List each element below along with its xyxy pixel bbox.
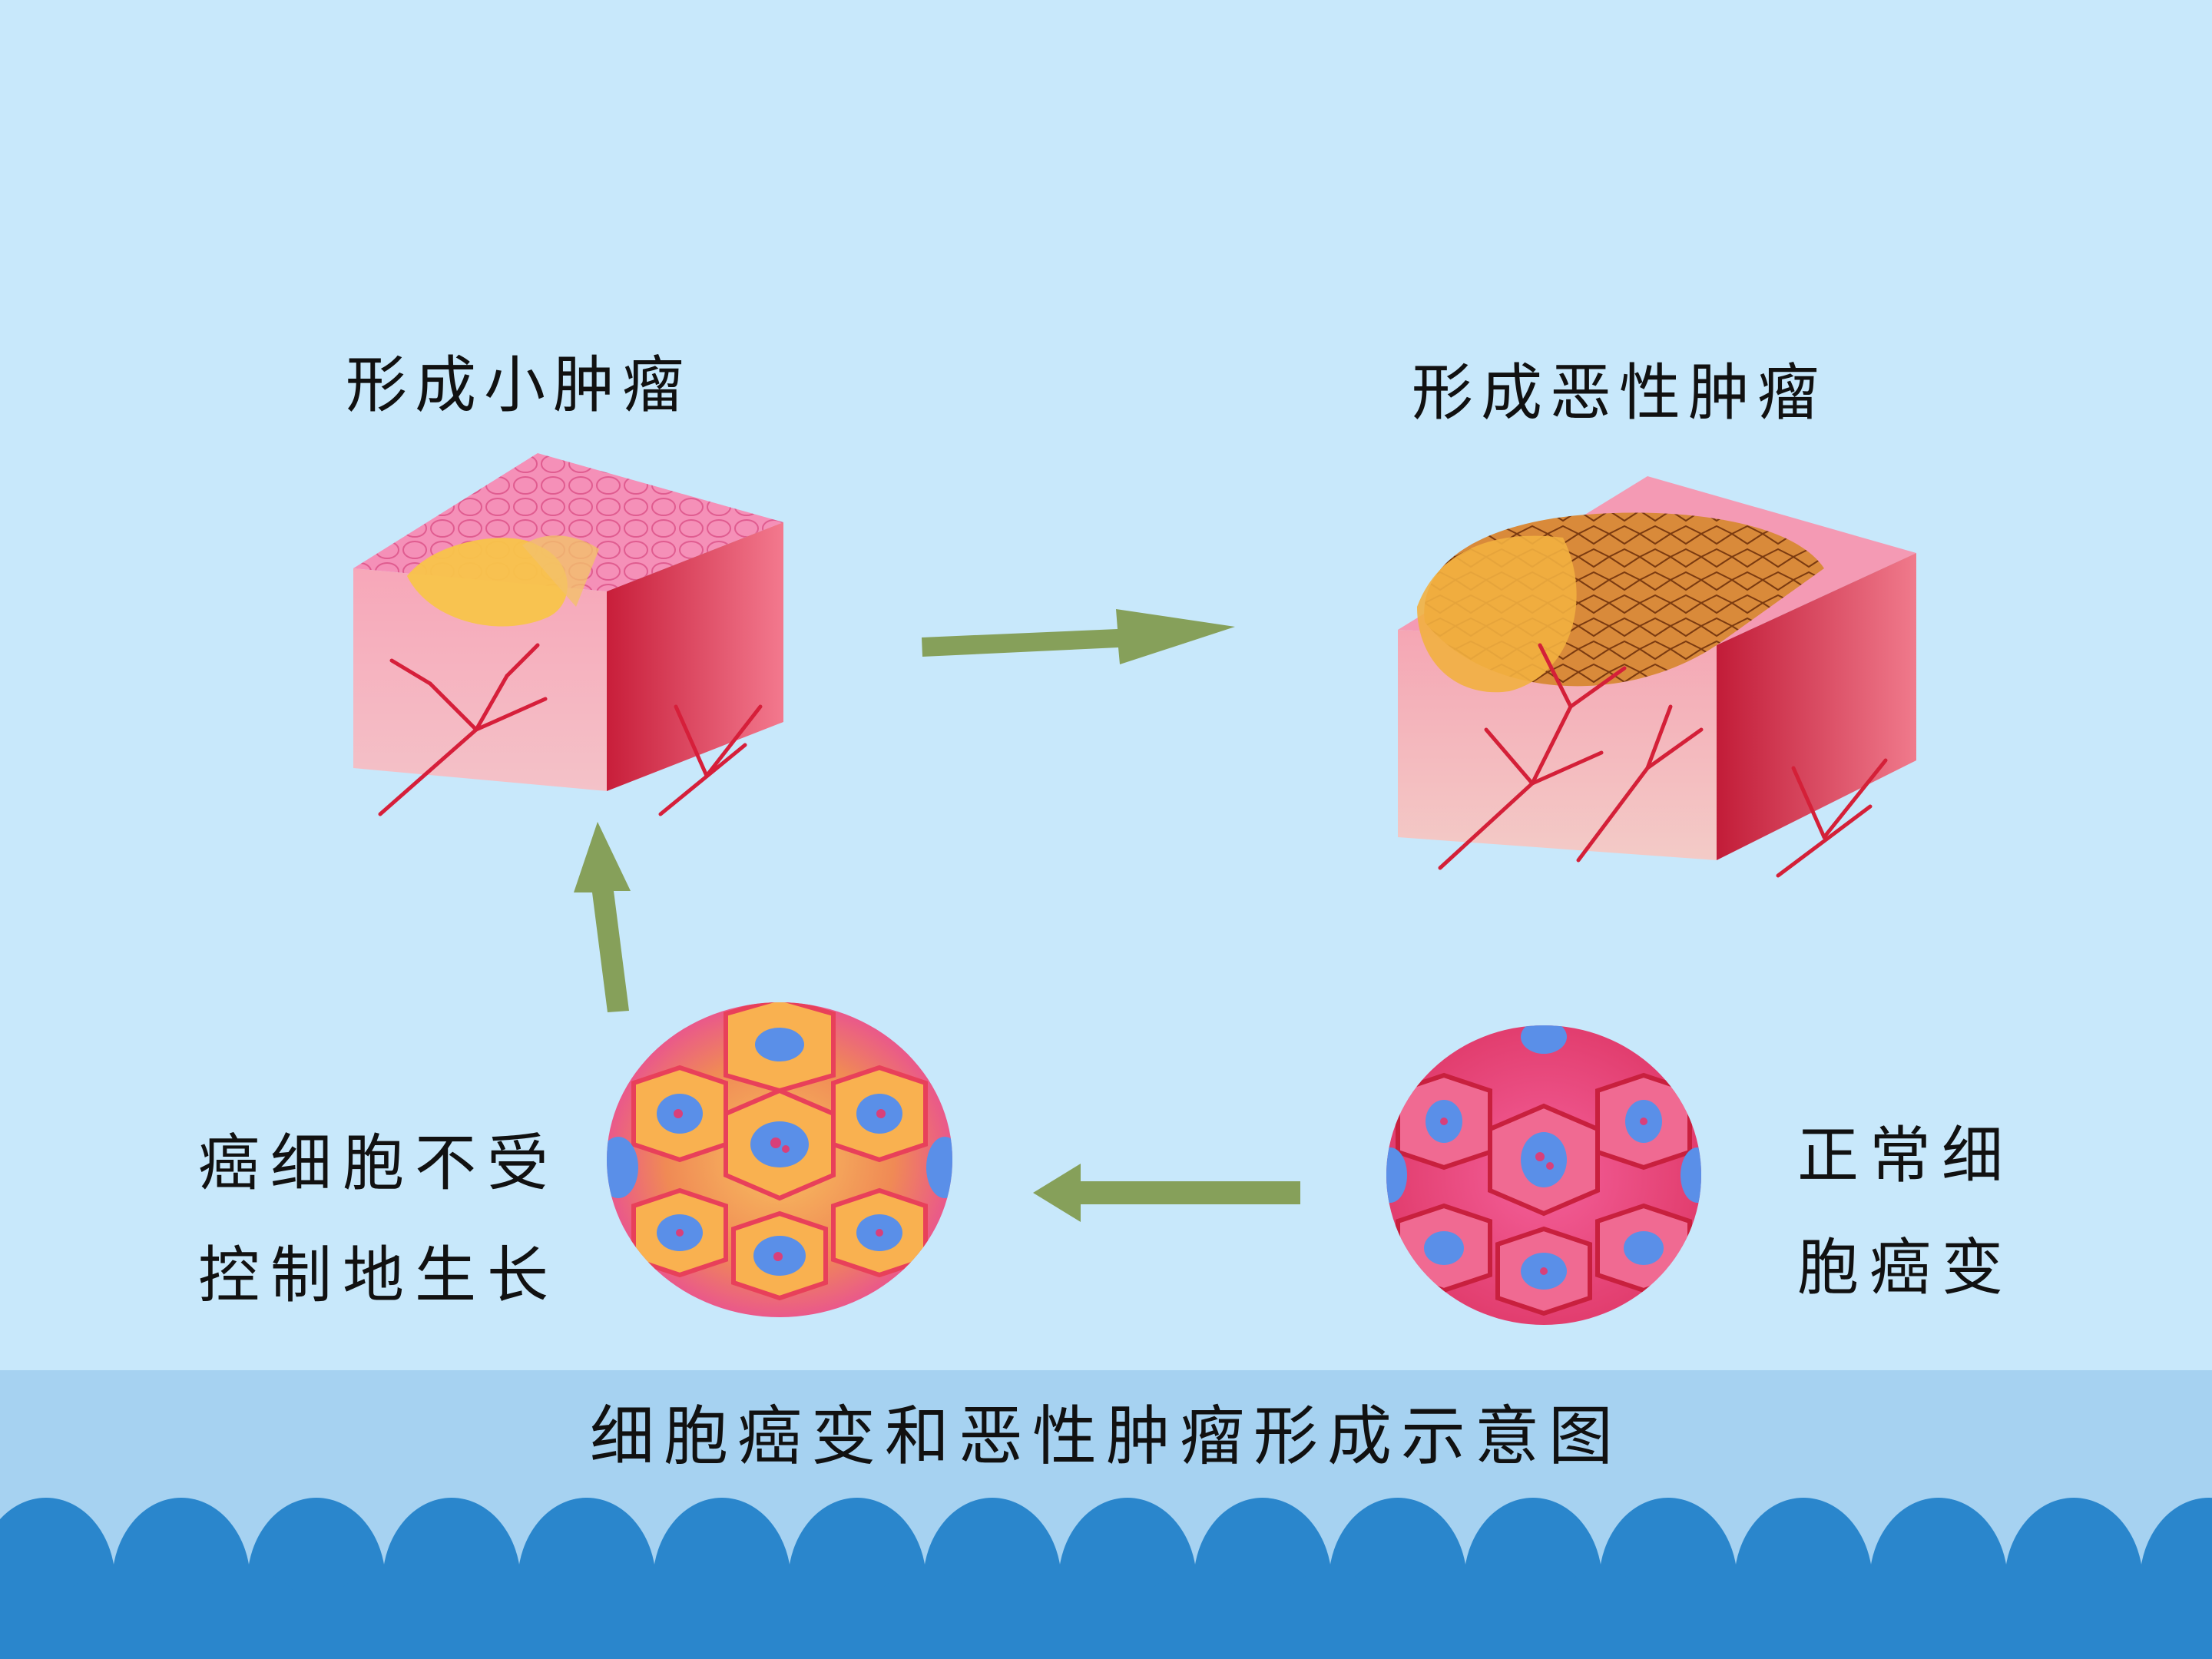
caption: 细胞癌变和恶性肿瘤形成示意图 [589,1399,1622,1474]
label-normal-cancerous-line1: 正常细 [1797,1120,2014,1191]
label-normal-cancerous-line2: 胞癌变 [1797,1232,2014,1303]
cancer-cell-cluster-illustration [607,1002,952,1317]
normal-cell-cluster-illustration [1386,1025,1701,1325]
label-malignant-tumor: 形成恶性肿瘤 [1412,357,1826,429]
label-cancer-uncontrolled: 癌细胞不受 控制地生长 [198,1108,559,1332]
wave-decoration [0,1498,2212,1659]
label-small-tumor: 形成小肿瘤 [346,349,691,421]
label-normal-cancerous: 正常细 胞癌变 [1797,1100,2014,1324]
small-tumor-illustration [353,453,783,816]
wave-base [0,1590,2212,1659]
arrow-up-icon [574,822,631,1012]
malignant-tumor-illustration [1398,476,1916,878]
arrow-right-icon [922,609,1235,664]
label-cancer-uncontrolled-line1: 癌细胞不受 [198,1128,559,1199]
arrow-left-icon [1033,1164,1300,1222]
label-cancer-uncontrolled-line2: 控制地生长 [198,1240,559,1311]
